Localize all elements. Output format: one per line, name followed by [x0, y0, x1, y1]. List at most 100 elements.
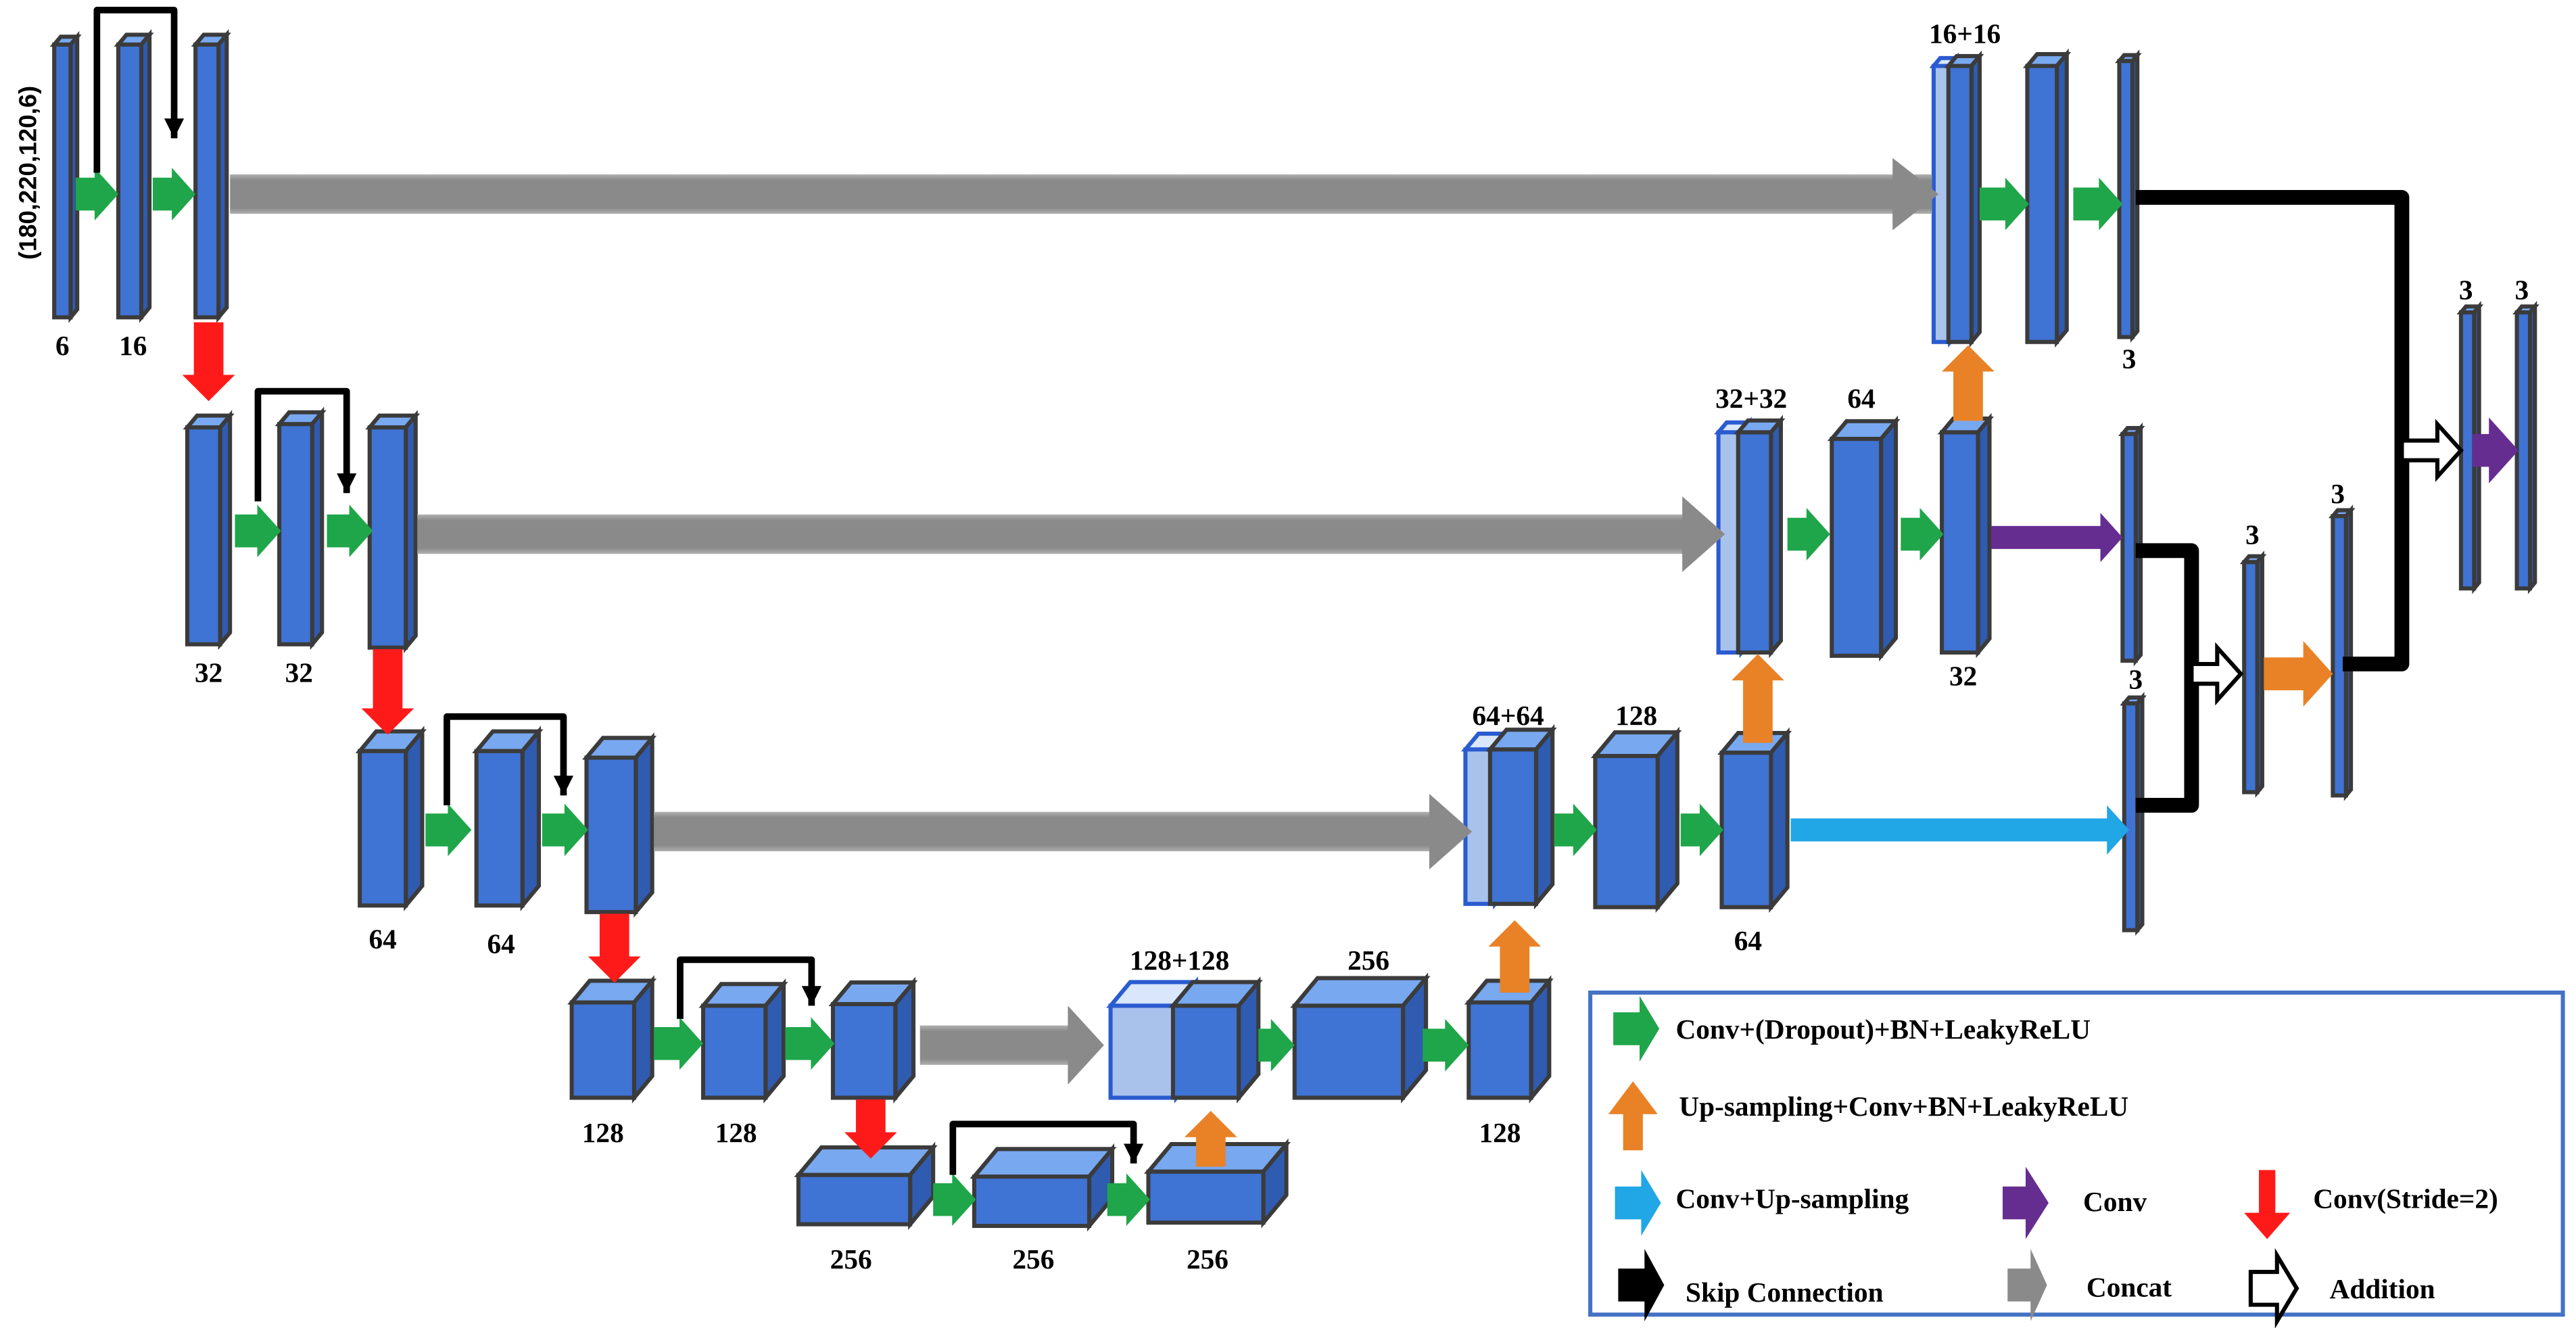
- arrow-conv-d2b: [1901, 508, 1944, 561]
- concat-arrow-4-head: [1068, 1005, 1104, 1085]
- block-dec3-conv-front: [1593, 754, 1660, 909]
- legend-item-conv-upsampling: Conv+Up-sampling: [1615, 1170, 1909, 1236]
- block-dec4-conv: [1290, 972, 1431, 1104]
- conv-arrow-final: [2472, 417, 2519, 483]
- arrow-conv-d4a: [1258, 1018, 1295, 1072]
- block-enc4c-side: [893, 976, 916, 1104]
- label-dec2-up: 32: [1949, 661, 1977, 692]
- skip-connection-2-head: [337, 473, 357, 494]
- skip-connection-2: [254, 387, 350, 502]
- arrows: [75, 7, 2519, 1227]
- arrow-conv-3a: [425, 803, 472, 857]
- svg-text:Concat: Concat: [2086, 1271, 2172, 1302]
- block-dec2-up: [1937, 412, 1995, 659]
- arrow-conv-2b: [327, 504, 373, 558]
- label-dec4-concat: 128+128: [1130, 945, 1229, 976]
- block-enc2b-front: [277, 422, 314, 646]
- block-dec2-up-front: [1940, 430, 1980, 655]
- arrow-conv-4b: [785, 1017, 835, 1070]
- arrow-conv-1b: [152, 168, 196, 220]
- block-dec3-conv-side: [1655, 726, 1679, 914]
- label-final-a: 3: [2459, 275, 2473, 306]
- arrow-conv-3b: [542, 803, 588, 857]
- legend-item-conv-stride2: Conv(Stride=2): [2244, 1170, 2498, 1239]
- block-ds-out3: [2120, 692, 2147, 936]
- label-dec1-out: 3: [2122, 343, 2137, 375]
- block-dec3-conv: [1590, 726, 1682, 914]
- block-enc2c: [365, 410, 421, 654]
- block-dec4-up-side: [1529, 975, 1552, 1104]
- block-dec4-concat-up: [1168, 976, 1263, 1104]
- block-enc1b-front: [193, 42, 221, 320]
- arrow-conv-2a: [235, 504, 281, 558]
- block-bottleneck-a-front: [796, 1172, 913, 1227]
- svg-text:Conv: Conv: [2083, 1186, 2147, 1217]
- block-bottleneck-c: [1143, 1138, 1291, 1229]
- block-ds-sum1: [2239, 550, 2267, 798]
- block-enc2c-front: [367, 425, 408, 650]
- block-enc3a-front: [358, 749, 408, 908]
- arrow-conv-d3b: [1680, 803, 1723, 857]
- block-dec4-concat-up-side: [1237, 976, 1261, 1104]
- label-dec1-concat: 16+16: [1929, 18, 2001, 49]
- skip-connection-1-head: [164, 118, 185, 139]
- block-dec3-up-front: [1719, 751, 1773, 909]
- block-enc1a: [114, 28, 154, 323]
- gray-arrow-icon: [2007, 1249, 2047, 1321]
- block-enc4a: [567, 975, 657, 1104]
- legend-item-skip: Skip Connection: [1618, 1249, 1884, 1321]
- label-ds-sum1: 3: [2245, 519, 2260, 550]
- concat-arrow-1-body: [230, 174, 1932, 214]
- arrow-conv-d4b: [1423, 1018, 1469, 1072]
- arrow-conv-4a: [654, 1017, 703, 1070]
- addition-arrow-2: [2400, 419, 2464, 482]
- block-dec4-concat-up-front: [1170, 1003, 1241, 1100]
- skip-connection-3: [444, 713, 567, 805]
- label-dec3-concat: 64+64: [1473, 700, 1544, 731]
- block-dec3-up: [1717, 727, 1792, 914]
- legend-item-conv: Conv: [2002, 1166, 2147, 1239]
- block-enc4b-front: [700, 1003, 768, 1100]
- arrow-conv-d1b: [2073, 177, 2123, 231]
- block-dec3-concat-up-side: [1533, 724, 1555, 910]
- downsample-arrow-1: [182, 322, 235, 402]
- concat-arrow-1-head: [1892, 158, 1939, 231]
- arrow-conv-d2a: [1787, 508, 1830, 561]
- block-dec1-conv: [2022, 48, 2072, 348]
- hollow-arrow-icon: [2248, 1248, 2299, 1328]
- arrow-conv-1a: [75, 168, 118, 220]
- arrow-conv-d3a: [1554, 803, 1597, 857]
- block-input-front: [52, 42, 73, 320]
- skip-connection-5-head: [1124, 1143, 1144, 1164]
- block-enc3b: [472, 726, 544, 911]
- black-arrow-icon: [1618, 1249, 1665, 1321]
- purple-arrow-icon: [2002, 1166, 2049, 1239]
- legend-item-conv-block: Conv+(Dropout)+BN+LeakyReLU: [1613, 995, 2091, 1062]
- block-ds-sum1-front: [2242, 560, 2260, 795]
- feature-blocks: [49, 28, 2539, 1232]
- skip-connection-out1: [2135, 189, 2410, 671]
- concat-arrow-4-body: [920, 1025, 1084, 1065]
- legend-item-concat: Concat: [2007, 1249, 2172, 1321]
- block-dec2-conv: [1827, 415, 1901, 662]
- label-enc3b: 64: [487, 928, 515, 959]
- label-bottleneck-b: 256: [1012, 1243, 1054, 1275]
- upsample-arrow-2: [1942, 345, 1995, 421]
- block-enc3c-side: [634, 732, 654, 918]
- input-shape-label: (180,220,120,6): [14, 86, 41, 260]
- legend-item-addition: Addition: [2248, 1248, 2435, 1328]
- block-dec2-concat-up: [1734, 414, 1786, 659]
- block-input: [49, 30, 82, 323]
- block-bottleneck-c-front: [1146, 1169, 1266, 1225]
- concat-arrow-2-head: [1682, 496, 1725, 572]
- label-enc2a: 32: [195, 657, 222, 688]
- upsample-arrow-3: [1732, 654, 1784, 743]
- block-dec3-concat-up-front: [1487, 747, 1538, 906]
- label-bottleneck-a: 256: [830, 1243, 872, 1275]
- svg-text:Skip Connection: Skip Connection: [1686, 1277, 1884, 1308]
- block-enc3a: [355, 726, 427, 911]
- downsample-arrow-2: [361, 649, 414, 735]
- block-enc3c-front: [584, 755, 638, 914]
- block-dec4-up-front: [1466, 1000, 1533, 1100]
- label-input: 6: [55, 330, 70, 361]
